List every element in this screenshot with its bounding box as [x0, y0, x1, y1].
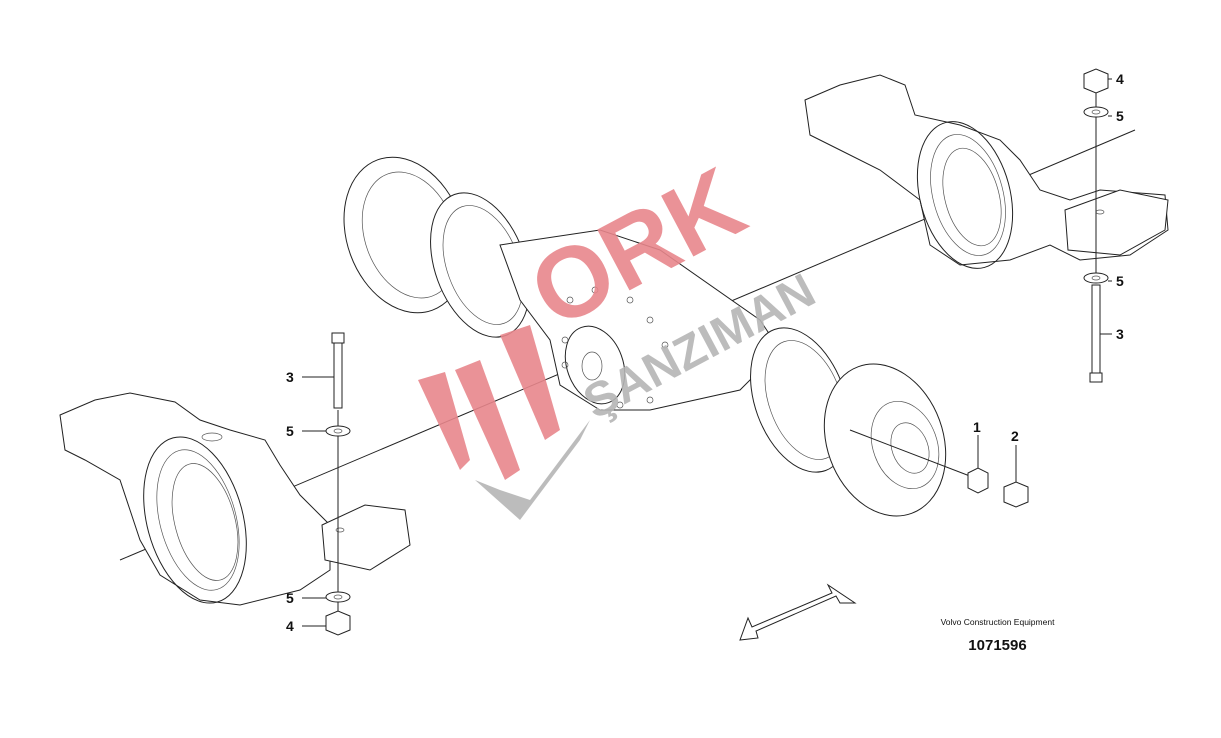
differential-housing — [499, 229, 781, 411]
callout-3-right: 3 — [1116, 326, 1124, 342]
leader-lines — [302, 78, 1112, 627]
callout-5-right-top: 5 — [1116, 108, 1124, 124]
callout-5-left-top: 5 — [286, 423, 294, 439]
document-number: 1071596 — [968, 637, 1027, 654]
right-fasteners — [1083, 68, 1109, 383]
publisher-label: Volvo Construction Equipment — [940, 617, 1055, 627]
callout-1: 1 — [973, 419, 981, 435]
right-axle-cradle — [804, 74, 1169, 269]
right-wheel-hub — [750, 327, 976, 517]
callout-5-right-bottom: 5 — [1116, 273, 1124, 289]
callout-4-left: 4 — [286, 618, 294, 634]
callout-3-left: 3 — [286, 369, 294, 385]
left-wheel-hub — [343, 156, 530, 338]
direction-arrow-icon — [739, 583, 857, 641]
wheel-nuts — [967, 435, 1029, 508]
left-axle-cradle — [59, 392, 411, 606]
callout-2: 2 — [1011, 428, 1019, 444]
callout-4-right: 4 — [1116, 71, 1124, 87]
callout-5-left-bottom: 5 — [286, 590, 294, 606]
left-fasteners — [325, 332, 351, 636]
